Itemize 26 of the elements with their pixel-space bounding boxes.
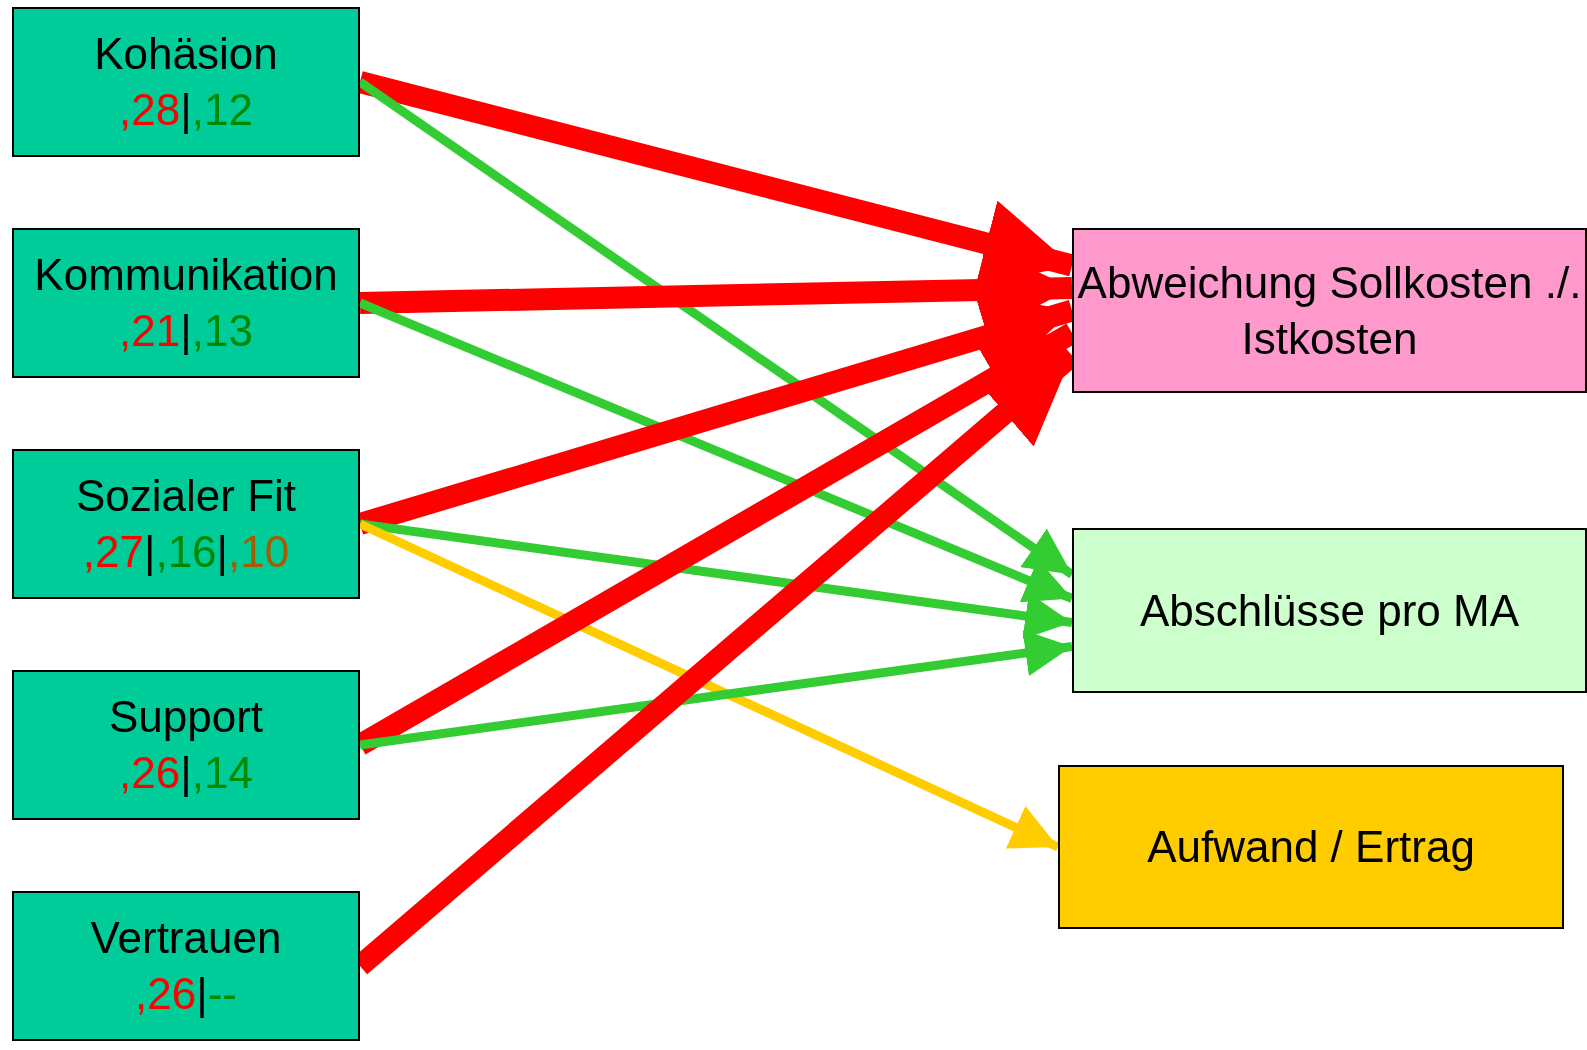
arrow [358,298,1074,603]
arrow [359,629,1073,750]
process-box [12,891,360,1041]
node-title: Kohäsion [94,28,278,80]
value-text: ,28|,12 [119,84,253,136]
node-title: Abweichung Sollkosten ./. Istkosten [1076,256,1583,365]
arrow [357,78,1075,579]
node-title: Sozialer Fit [75,470,297,522]
value-text: ,26|,14 [119,747,253,799]
node-title: Abschlüsse pro MA [1139,584,1520,637]
process-box [12,7,360,157]
process-box [12,228,360,378]
process-box [1072,528,1587,693]
node-title: Support [108,691,264,743]
arrow [359,519,1073,640]
node-title: Kommunikation [34,249,338,301]
process-box [12,449,360,599]
process-box [1072,228,1587,393]
value-text: ,26|-- [135,968,237,1020]
node-title: Aufwand / Ertrag [1147,821,1475,873]
arrow [358,519,1060,852]
value-text: ,27|,16|,10 [82,526,290,578]
node-title: Vertrauen [90,912,282,964]
process-box [12,670,360,820]
value-text: ,21|,13 [119,305,253,357]
process-box [1058,765,1564,929]
